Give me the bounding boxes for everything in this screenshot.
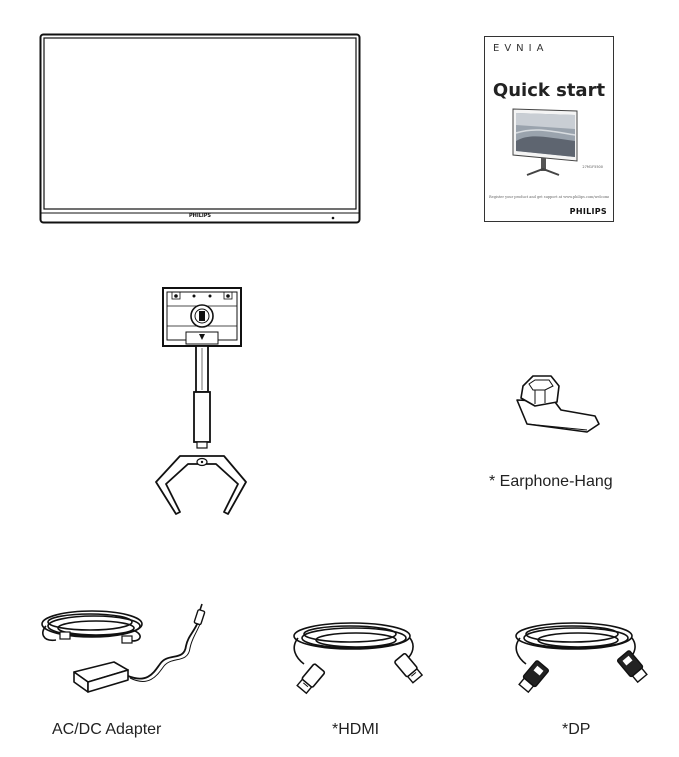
stand-illustration — [150, 286, 254, 518]
earphone-hang-label: * Earphone-Hang — [489, 473, 613, 490]
ac-dc-adapter-illustration — [36, 602, 208, 694]
booklet-register-text: Register your product and get support at… — [489, 195, 609, 199]
hdmi-cable-illustration — [290, 618, 430, 696]
dp-cable-illustration — [512, 618, 652, 696]
booklet-footer-brand: PHILIPS — [569, 207, 607, 216]
hdmi-label: *HDMI — [332, 721, 380, 738]
earphone-hang-illustration — [515, 372, 605, 434]
booklet-brand: EVNIA — [493, 43, 549, 54]
monitor-illustration: PHILIPS — [39, 33, 361, 226]
monitor-brand-label: PHILIPS — [189, 213, 212, 219]
booklet-title: Quick start — [492, 80, 606, 101]
quick-start-booklet: EVNIA Quick start 27M1F5500 Register you… — [484, 36, 614, 222]
ac-dc-adapter-label: AC/DC Adapter — [52, 721, 162, 738]
dp-label: *DP — [562, 721, 591, 738]
booklet-monitor-image — [512, 108, 578, 176]
booklet-model: 27M1F5500 — [582, 165, 603, 169]
